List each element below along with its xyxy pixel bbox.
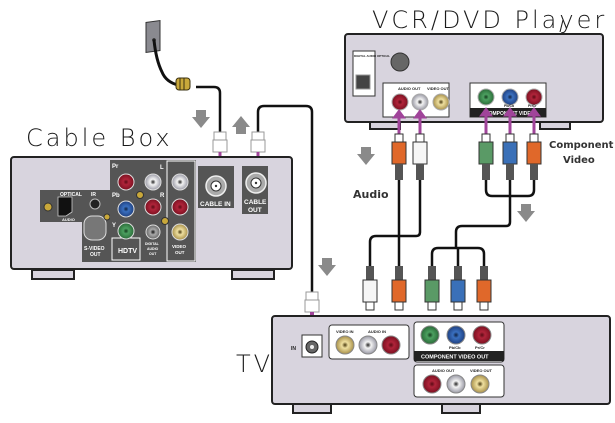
digital-audio-port (145, 224, 161, 240)
component-pr-port (525, 88, 543, 106)
coax-cable-to-cable-in (196, 85, 222, 132)
plug-orange-tv-2 (476, 266, 492, 311)
coax-cable-cable-out-to-tv (256, 104, 314, 292)
svg-text:OUT: OUT (90, 252, 101, 258)
audio-out-l-port (411, 93, 429, 111)
svg-text:VIDEO OUT: VIDEO OUT (427, 86, 450, 91)
vcr-dvd-title: VCR/DVD Player (372, 6, 607, 34)
arrow-down-icon (357, 147, 375, 165)
audio-out-r-port (391, 93, 409, 111)
plug-white-audio (412, 133, 428, 180)
pr-port (117, 173, 135, 191)
svg-text:R: R (160, 193, 165, 199)
svg-text:HDTV: HDTV (118, 248, 137, 255)
svg-text:AUDIO: AUDIO (62, 217, 75, 222)
vcr-dvd-player: DIGITAL AUDIO OPTICAL AUDIO OUT VIDEO OU… (344, 33, 604, 130)
tv-component-pb-port (446, 325, 466, 345)
tv-audio-out-r-port (422, 374, 442, 394)
svg-text:IN: IN (291, 346, 296, 352)
tv-video-out-port (470, 374, 490, 394)
rca-plugs-vcr (391, 133, 542, 180)
plug-green-component (478, 133, 494, 180)
tv-audio-in-l-port (358, 335, 378, 355)
s-video-port (83, 215, 107, 241)
svg-text:L: L (160, 165, 164, 171)
audio-r-port (144, 198, 162, 216)
f-connector-cable-out (250, 131, 266, 167)
coax-connector-gold (175, 77, 191, 91)
tv-component-pr-port (472, 325, 492, 345)
y-port (117, 222, 135, 240)
arrow-down-icon (517, 204, 535, 222)
plug-orange-tv (391, 266, 407, 311)
tv-audio-out-l-port (446, 374, 466, 394)
component-y-port (477, 88, 495, 106)
svg-text:DIGITAL AUDIO OPTICAL: DIGITAL AUDIO OPTICAL (354, 54, 390, 58)
plug-blue-component (502, 133, 518, 180)
svg-text:AUDIO: AUDIO (147, 247, 159, 251)
optical-port (355, 74, 371, 90)
svg-text:OUT: OUT (149, 252, 157, 256)
video-out-port (171, 223, 189, 241)
svg-text:CABLE IN: CABLE IN (200, 201, 231, 208)
tv-audio-in-r-port (381, 335, 401, 355)
svg-text:S-VIDEO: S-VIDEO (84, 246, 105, 252)
arrow-up-icon (232, 116, 250, 134)
video-out-port (432, 93, 450, 111)
tv-video-in-port (335, 335, 355, 355)
audio-l-port (144, 173, 162, 191)
tv-title: TV (236, 350, 273, 378)
svg-text:IR: IR (91, 192, 96, 198)
svg-text:Pr/Cr: Pr/Cr (475, 345, 485, 350)
cable-box-title: Cable Box (26, 124, 173, 152)
svg-text:Pb/Cb: Pb/Cb (449, 345, 461, 350)
svg-text:OPTICAL: OPTICAL (60, 192, 82, 198)
svg-text:VIDEO IN: VIDEO IN (336, 329, 354, 334)
audio-label: Audio (353, 188, 389, 201)
arrow-down-icon (192, 110, 210, 128)
plug-green-tv (424, 266, 440, 311)
cable-box: OPTICAL AUDIO IR S-VIDEO OUT Pr Pb Y HDT… (10, 156, 293, 280)
ir-port (89, 198, 101, 210)
svg-text:VIDEO OUT: VIDEO OUT (470, 368, 493, 373)
svg-text:AUDIO IN: AUDIO IN (368, 329, 386, 334)
svg-text:OUT: OUT (248, 207, 262, 214)
video-r-port (171, 198, 189, 216)
svg-text:CABLE: CABLE (244, 199, 267, 206)
s-video-port (390, 52, 410, 72)
plug-orange-audio (391, 133, 407, 180)
tv: IN VIDEO IN AUDIO IN COMPONENT VIDEO OUT… (271, 315, 611, 414)
video-label: Video (563, 155, 595, 166)
arrow-down-icon (318, 258, 336, 276)
pb-port (117, 200, 135, 218)
svg-text:Pb/Cb: Pb/Cb (504, 104, 514, 108)
svg-text:AUDIO OUT: AUDIO OUT (398, 86, 421, 91)
coax-cable-wall (152, 39, 179, 87)
av-cables (368, 180, 536, 266)
svg-text:VIDEO: VIDEO (172, 244, 187, 249)
svg-text:Pb: Pb (112, 193, 120, 199)
svg-text:Pr/Cr: Pr/Cr (528, 104, 537, 108)
svg-text:DIGITAL: DIGITAL (145, 242, 160, 246)
plug-blue-tv (450, 266, 466, 311)
component-pb-port (501, 88, 519, 106)
plug-white-tv (362, 266, 378, 311)
vcr-insert-arrows (392, 107, 541, 134)
rca-plugs-tv (362, 266, 492, 311)
svg-text:Pr: Pr (112, 164, 119, 170)
svg-text:OUT: OUT (175, 250, 185, 255)
tv-component-y-port (420, 325, 440, 345)
svg-text:COMPONENT VIDEO OUT: COMPONENT VIDEO OUT (421, 355, 489, 361)
video-l-port (171, 173, 189, 191)
component-label: Component (549, 140, 614, 151)
svg-text:Y: Y (112, 223, 116, 229)
optical-port (57, 196, 73, 217)
plug-orange-component (526, 133, 542, 180)
wall-outlet (145, 19, 161, 54)
svg-text:AUDIO OUT: AUDIO OUT (432, 368, 455, 373)
